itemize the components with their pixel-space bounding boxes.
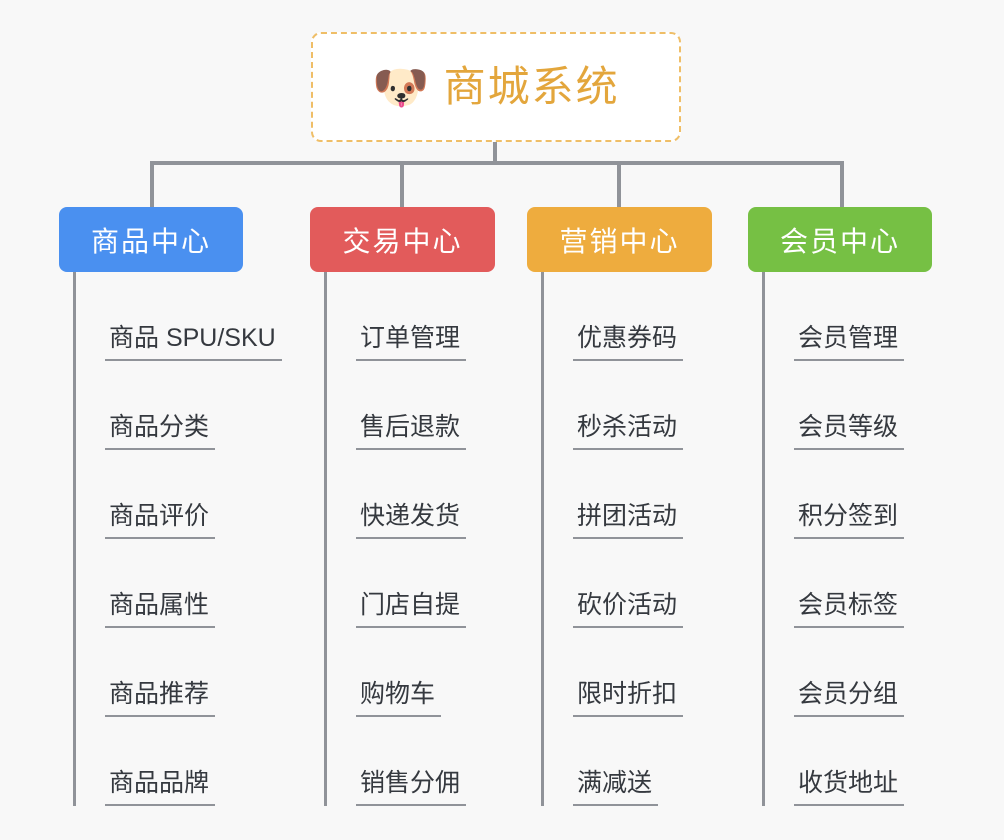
category-header-member-center[interactable]: 会员中心 [748,207,932,272]
root-title: 商城系统 [443,62,620,110]
leaf-label: 砍价活动 [573,590,684,628]
dog-face-icon: 🐶 [372,61,430,113]
branch-member-center: 会员中心 会员管理 会员等级 积分签到 会员标签 会员分组 收货地址 [748,207,944,806]
leaf-label: 商品分类 [105,412,216,450]
list-item[interactable]: 限时折扣 [543,628,723,717]
connector-drop-marketing-center [617,161,621,208]
list-item[interactable]: 快递发货 [326,450,510,539]
leaf-label: 收货地址 [794,768,905,806]
connector-drop-member-center [840,161,844,208]
category-label: 会员中心 [779,225,900,257]
leaf-label: 会员管理 [794,323,905,361]
list-item[interactable]: 会员标签 [764,539,944,628]
leaf-label: 商品品牌 [105,768,216,806]
list-item[interactable]: 砍价活动 [543,539,723,628]
leaf-label: 销售分佣 [356,768,467,806]
list-item[interactable]: 购物车 [326,628,510,717]
list-item[interactable]: 会员分组 [764,628,944,717]
list-item[interactable]: 会员管理 [764,272,944,361]
leaf-label: 商品属性 [105,590,216,628]
leaf-label: 商品推荐 [105,679,216,717]
leaf-label: 购物车 [356,679,442,717]
leaf-list-trade-center: 订单管理 售后退款 快递发货 门店自提 购物车 销售分佣 [324,272,510,806]
category-header-marketing-center[interactable]: 营销中心 [527,207,712,272]
leaf-label: 商品评价 [105,501,216,539]
branch-trade-center: 交易中心 订单管理 售后退款 快递发货 门店自提 购物车 销售分佣 [310,207,510,806]
connector-root-stem [493,142,497,164]
branch-marketing-center: 营销中心 优惠券码 秒杀活动 拼团活动 砍价活动 限时折扣 满减送 [527,207,723,806]
leaf-label: 商品 SPU/SKU [105,323,282,361]
list-item[interactable]: 商品属性 [75,539,279,628]
list-item[interactable]: 商品品牌 [75,717,279,806]
branch-product-center: 商品中心 商品 SPU/SKU 商品分类 商品评价 商品属性 商品推荐 商品品牌 [59,207,282,806]
list-item[interactable]: 积分签到 [764,450,944,539]
category-label: 商品中心 [90,225,211,257]
leaf-label: 会员分组 [794,679,905,717]
connector-drop-product-center [150,161,154,208]
list-item[interactable]: 秒杀活动 [543,361,723,450]
connector-drop-trade-center [400,161,404,208]
list-item[interactable]: 优惠券码 [543,272,723,361]
list-item[interactable]: 商品推荐 [75,628,279,717]
leaf-label: 会员标签 [794,590,905,628]
leaf-label: 限时折扣 [573,679,684,717]
list-item[interactable]: 收货地址 [764,717,944,806]
category-header-trade-center[interactable]: 交易中心 [310,207,495,272]
leaf-label: 拼团活动 [573,501,684,539]
list-item[interactable]: 会员等级 [764,361,944,450]
leaf-label: 优惠券码 [573,323,684,361]
list-item[interactable]: 拼团活动 [543,450,723,539]
leaf-list-product-center: 商品 SPU/SKU 商品分类 商品评价 商品属性 商品推荐 商品品牌 [73,272,282,806]
list-item[interactable]: 订单管理 [326,272,510,361]
leaf-label: 订单管理 [356,323,467,361]
list-item[interactable]: 满减送 [543,717,723,806]
list-item[interactable]: 销售分佣 [326,717,510,806]
leaf-label: 满减送 [573,768,659,806]
leaf-label: 积分签到 [794,501,905,539]
category-label: 营销中心 [559,225,680,257]
root-node[interactable]: 🐶 商城系统 [311,32,681,142]
leaf-label: 秒杀活动 [573,412,684,450]
list-item[interactable]: 商品评价 [75,450,279,539]
list-item[interactable]: 门店自提 [326,539,510,628]
list-item[interactable]: 售后退款 [326,361,510,450]
connector-horizontal-bus [150,161,844,165]
category-label: 交易中心 [342,225,463,257]
list-item[interactable]: 商品分类 [75,361,279,450]
leaf-label: 快递发货 [356,501,467,539]
leaf-list-marketing-center: 优惠券码 秒杀活动 拼团活动 砍价活动 限时折扣 满减送 [541,272,723,806]
category-header-product-center[interactable]: 商品中心 [59,207,243,272]
leaf-label: 会员等级 [794,412,905,450]
leaf-list-member-center: 会员管理 会员等级 积分签到 会员标签 会员分组 收货地址 [762,272,944,806]
leaf-label: 售后退款 [356,412,467,450]
leaf-label: 门店自提 [356,590,467,628]
list-item[interactable]: 商品 SPU/SKU [75,272,282,361]
